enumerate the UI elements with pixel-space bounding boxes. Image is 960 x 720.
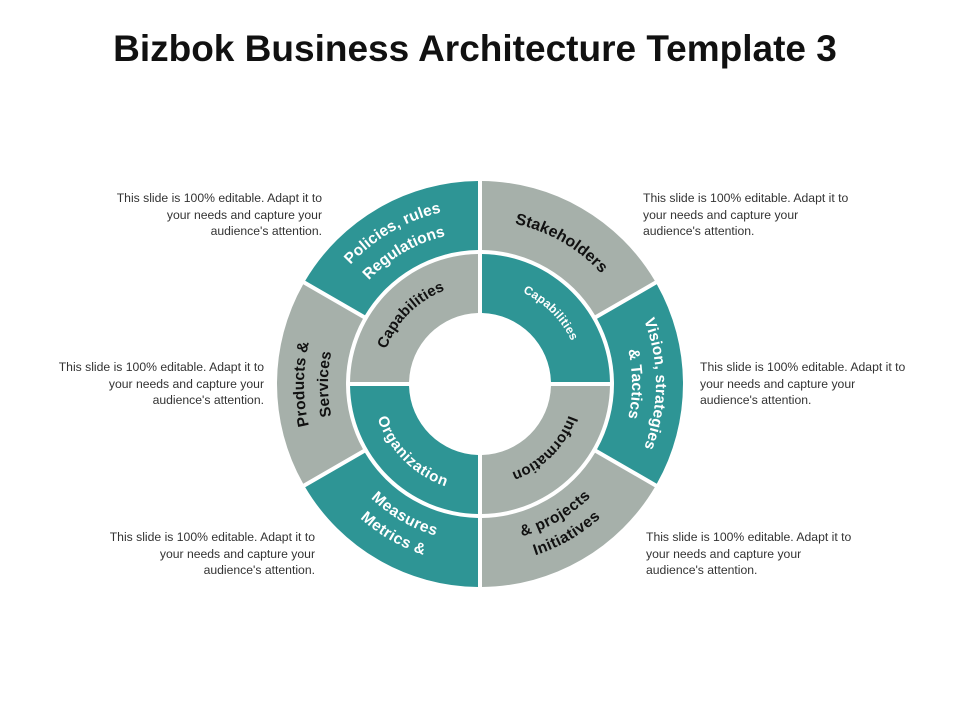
note-top-left: This slide is 100% editable. Adapt it to…: [116, 191, 322, 238]
note-middle-right: This slide is 100% editable. Adapt it to…: [700, 360, 906, 407]
outer-label-vision-strategies-line2: & Tactics: [624, 347, 645, 420]
outer-ring: [277, 181, 683, 587]
note-middle-left: This slide is 100% editable. Adapt it to…: [58, 360, 264, 407]
inner-segment-information: [482, 386, 610, 514]
outer-segment-vision-strategies: [597, 284, 683, 484]
inner-segment-capabilities-left: [350, 254, 478, 382]
outer-segment-products-services: [277, 284, 363, 484]
inner-segment-organization: [350, 386, 478, 514]
outer-segment-stakeholders: [482, 181, 655, 316]
outer-segment-initiatives-projects: [482, 452, 655, 587]
inner-ring: [350, 254, 610, 514]
outer-segment-metrics-measures: [305, 452, 478, 587]
note-top-right: This slide is 100% editable. Adapt it to…: [643, 191, 849, 238]
note-bottom-right: This slide is 100% editable. Adapt it to…: [646, 530, 852, 577]
outer-label-products-services-line1: Products &: [291, 340, 313, 429]
inner-segment-capabilities-right: [482, 254, 610, 382]
page-title: Bizbok Business Architecture Template 3: [113, 28, 837, 69]
note-bottom-left: This slide is 100% editable. Adapt it to…: [109, 530, 315, 577]
outer-label-products-services-line2: Services: [315, 349, 335, 418]
outer-segment-policies-rules: [305, 181, 478, 316]
